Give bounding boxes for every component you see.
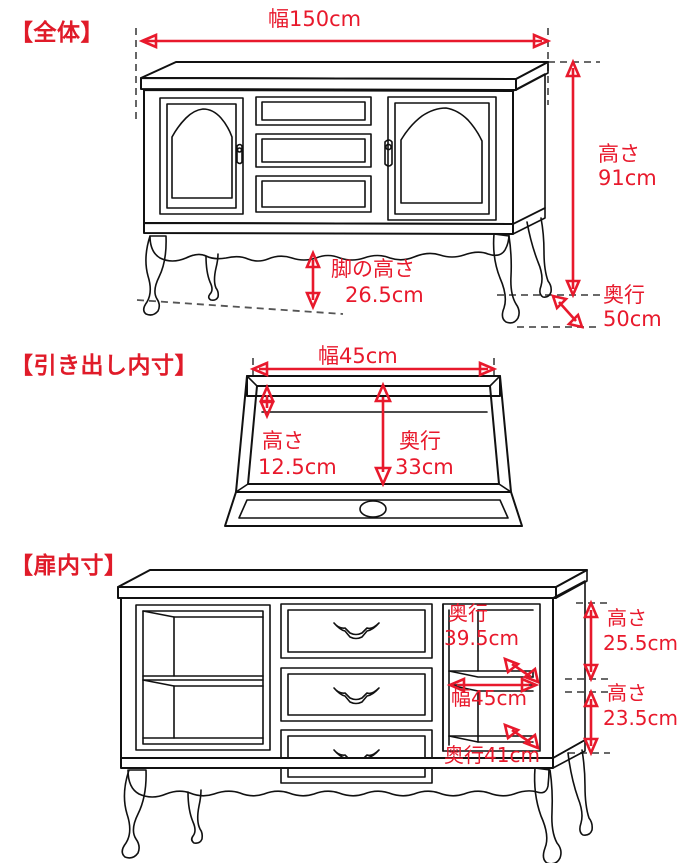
dim-label-door-width: 幅45cm [451,686,527,710]
sideboard-open [117,569,593,863]
section-title-drawer: 【引き出し内寸】 [10,353,198,379]
sideboard-overall [140,61,552,324]
dim-label-door-lower-depth: 奥行41cm [444,743,540,767]
overall-drawing [135,28,600,329]
section-title-overall: 【全体】 [10,20,104,46]
drawer-box [224,375,523,527]
dim-label-drawer-height-name: 高さ [262,429,304,453]
dim-label-overall-depth-name: 奥行 [603,283,645,307]
section-door [0,540,690,863]
drawer-drawing [224,358,523,527]
dim-label-door-lower-height-name: 高さ [607,681,647,705]
section-title-door: 【扉内寸】 [10,553,128,579]
dim-label-drawer-width: 幅45cm [318,344,398,368]
section-overall [0,0,690,340]
dim-label-drawer-height-value: 12.5cm [258,455,337,479]
dim-label-overall-height-name: 高さ [598,142,640,166]
drawer-dimension-lines [249,361,498,488]
door-drawing [117,569,610,863]
dim-label-door-upper-height-name: 高さ [607,606,647,630]
dim-label-door-upper-depth-name: 奥行 [448,601,488,625]
dim-label-drawer-depth-name: 奥行 [399,429,441,453]
dim-label-door-lower-height-value: 23.5cm [603,706,679,730]
dim-label-door-upper-height-value: 25.5cm [603,631,679,655]
dim-label-overall-depth-value: 50cm [603,307,662,331]
dim-label-door-upper-depth-value: 39.5cm [444,626,520,650]
dim-label-leg-height-value: 26.5cm [345,283,424,307]
dim-label-drawer-depth-value: 33cm [395,455,454,479]
section-drawer [0,340,690,540]
door-guides [565,602,610,754]
dim-label-overall-width: 幅150cm [268,7,362,31]
door-dimension-lines [446,599,599,757]
dim-label-leg-height-name: 脚の高さ [331,257,415,281]
dim-label-overall-height-value: 91cm [598,166,657,190]
overall-dimension-lines [138,33,584,329]
